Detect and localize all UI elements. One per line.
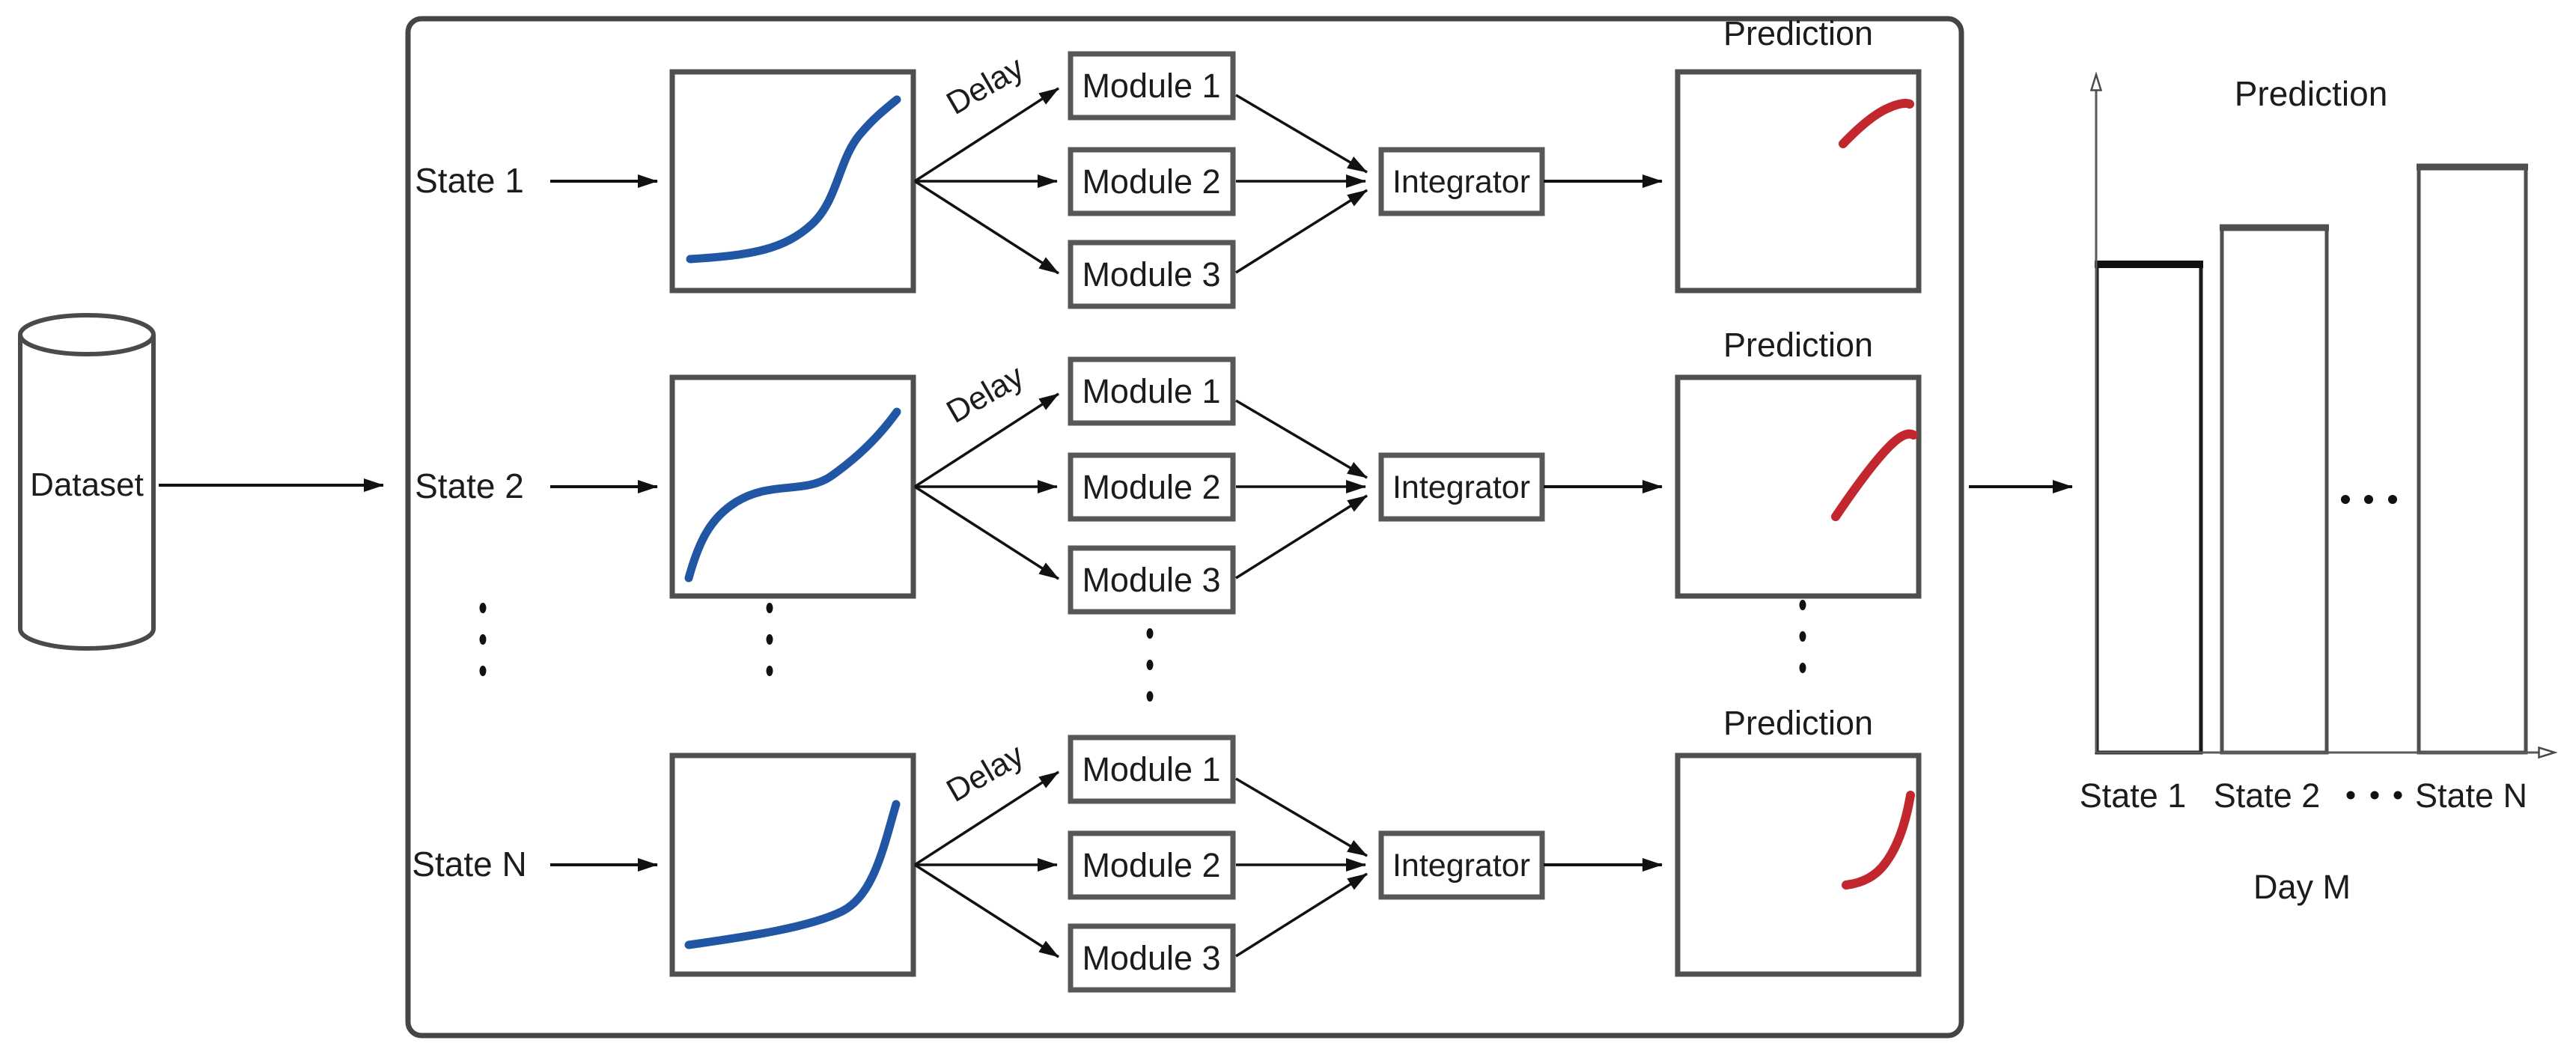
cylinder-body — [18, 335, 156, 651]
module-3-label-row2: Module 3 — [1082, 561, 1220, 599]
chart-ellipsis-dots — [2341, 495, 2397, 504]
bar-state-2 — [2220, 225, 2329, 755]
x-label-ellipsis-dots — [2346, 791, 2402, 800]
merge-arrow-1a — [1235, 94, 1368, 174]
integrator-label-row2: Integrator — [1392, 469, 1530, 505]
integrator-label-rown: Integrator — [1392, 848, 1530, 884]
module-1-box-row2 — [1068, 356, 1236, 426]
prediction-label-row1: Prediction — [1723, 14, 1873, 52]
module-1-label-row2: Module 1 — [1082, 372, 1220, 410]
fan-arrow-2c — [914, 485, 1059, 580]
integrator-label-row1: Integrator — [1392, 164, 1530, 200]
state-2-label: State 2 — [415, 466, 524, 505]
fan-arrow-1c — [914, 180, 1059, 275]
blue-curve-n — [684, 800, 901, 949]
module-1-label-rown: Module 1 — [1082, 750, 1220, 788]
x-label-state-1: State 1 — [2080, 776, 2187, 815]
prediction-label-row2: Prediction — [1723, 326, 1873, 364]
module-3-box-rown — [1068, 923, 1236, 993]
module-2-box-rown — [1068, 830, 1236, 900]
module-2-box-row1 — [1068, 147, 1236, 216]
bar-state-n — [2417, 164, 2528, 755]
cylinder-top — [18, 313, 156, 356]
x-label-state-2: State 2 — [2214, 776, 2321, 815]
pipeline-container-border — [405, 16, 1964, 1039]
chart-title: Prediction — [2235, 74, 2388, 113]
integrator-box-row1 — [1378, 147, 1545, 216]
prediction-bar-chart: Prediction State 1 State 2 State N Day M — [2080, 74, 2554, 906]
module-2-label-row2: Module 2 — [1082, 468, 1220, 506]
merge-arrow-na — [1235, 777, 1368, 857]
module-3-box-row1 — [1068, 240, 1236, 309]
vertical-ellipsis-dots — [479, 600, 1806, 702]
prediction-label-rown: Prediction — [1723, 704, 1873, 742]
module-2-box-row2 — [1068, 452, 1236, 522]
dataset-cylinder: Dataset — [18, 313, 156, 651]
prediction-box-row2 — [1675, 374, 1922, 599]
delay-label-1: Delay — [940, 49, 1030, 122]
red-curve-1 — [1839, 99, 1914, 148]
row-state-2: State 2 Delay Module 1 Module 2 Module 3… — [415, 326, 1922, 615]
merge-arrow-2c — [1235, 494, 1368, 580]
row-state-1: State 1 Delay Module 1 Module 2 Module 3… — [415, 14, 1922, 309]
fan-arrow-na — [914, 770, 1059, 866]
fan-arrow-nc — [914, 863, 1059, 958]
module-1-box-rown — [1068, 735, 1236, 804]
red-curve-n — [1842, 791, 1915, 890]
prediction-box-row1 — [1675, 69, 1922, 294]
fan-arrow-2a — [914, 392, 1059, 488]
module-1-label-row1: Module 1 — [1082, 67, 1220, 105]
module-1-box-row1 — [1068, 51, 1236, 121]
blue-curve-1 — [686, 95, 901, 264]
dataset-label: Dataset — [30, 466, 144, 503]
x-label-state-n: State N — [2415, 776, 2527, 815]
integrator-box-rown — [1378, 830, 1545, 900]
blue-curve-2 — [684, 407, 901, 583]
state-1-label: State 1 — [415, 161, 524, 200]
chart-xlabel-day-m: Day M — [2253, 868, 2351, 906]
fan-arrow-1a — [914, 87, 1059, 183]
module-3-label-rown: Module 3 — [1082, 939, 1220, 977]
module-3-label-row1: Module 3 — [1082, 255, 1220, 294]
merge-arrow-nc — [1235, 872, 1368, 958]
module-2-label-rown: Module 2 — [1082, 846, 1220, 884]
module-3-box-row2 — [1068, 545, 1236, 615]
integrator-box-row2 — [1378, 452, 1545, 522]
bar-state-1 — [2095, 261, 2203, 755]
merge-arrow-1c — [1235, 189, 1368, 274]
merge-arrow-2a — [1235, 399, 1368, 479]
row-state-n: State N Delay Module 1 Module 2 Module 3… — [412, 704, 1922, 993]
state-n-label: State N — [412, 845, 526, 884]
red-curve-2 — [1831, 429, 1918, 521]
module-2-label-row1: Module 2 — [1082, 162, 1220, 201]
